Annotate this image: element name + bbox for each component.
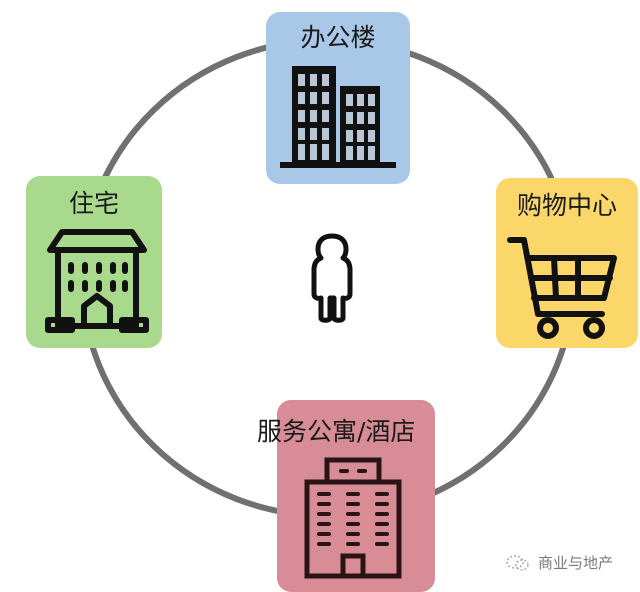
- node-home-label: 住宅: [68, 189, 119, 218]
- watermark-text: 商业与地产: [538, 554, 614, 572]
- shopping-cart-icon: [507, 237, 617, 339]
- node-mall-label: 购物中心: [516, 191, 617, 220]
- node-hotel: 服务公寓/酒店: [257, 400, 435, 592]
- residential-building-icon: [45, 229, 149, 333]
- node-office-label: 办公楼: [300, 23, 376, 52]
- node-mall: 购物中心: [496, 178, 638, 348]
- node-hotel-label: 服务公寓/酒店: [257, 417, 416, 446]
- node-office: 办公楼: [266, 12, 410, 184]
- watermark: 商业与地产: [506, 552, 613, 573]
- hotel-building-icon: [304, 457, 402, 579]
- office-building-icon: [280, 66, 396, 168]
- node-home: 住宅: [26, 176, 162, 348]
- person-icon: [311, 233, 353, 323]
- wechat-icon: [506, 554, 529, 571]
